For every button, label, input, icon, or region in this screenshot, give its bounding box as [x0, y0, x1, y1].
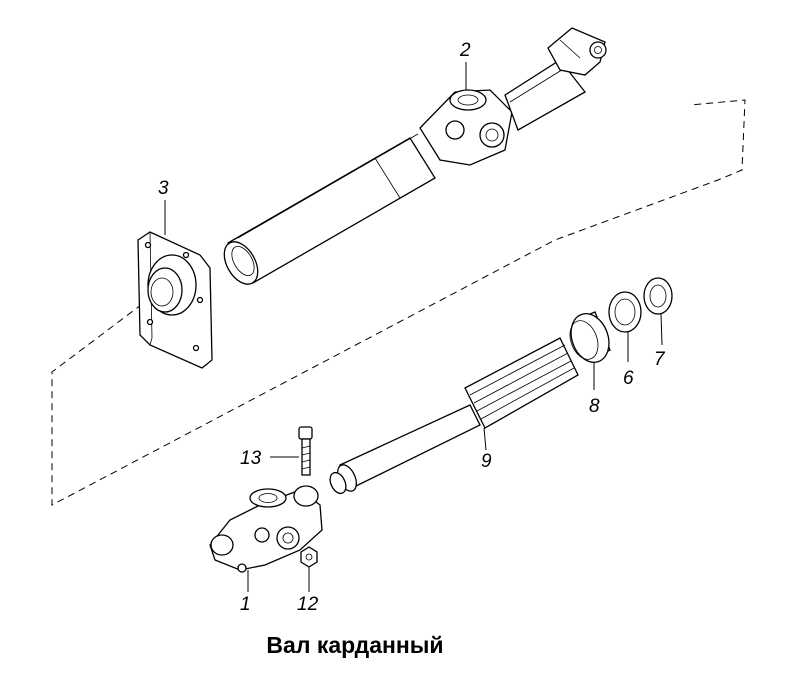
part-label-7: 7	[654, 349, 666, 370]
part-7-lock-washer	[643, 277, 673, 346]
part-label-13: 13	[240, 448, 262, 469]
part-label-9: 9	[481, 451, 492, 472]
part-2-upper-shaft	[223, 27, 607, 285]
part-9-splined-shaft	[329, 337, 579, 495]
part-1-lower-joint	[209, 485, 323, 592]
assembly-dashed-line	[51, 99, 746, 506]
part-8-ring	[569, 311, 611, 390]
part-12-nut	[300, 546, 318, 592]
part-6-seal	[608, 291, 642, 362]
part-label-12: 12	[297, 594, 319, 615]
part-13-bolt	[270, 426, 313, 476]
part-3-flange-plate	[137, 200, 213, 369]
part-label-1: 1	[240, 594, 251, 615]
part-label-2: 2	[459, 40, 471, 61]
part-label-6: 6	[623, 368, 634, 389]
diagram-caption: Вал карданный	[266, 632, 444, 658]
part-label-3: 3	[158, 178, 169, 199]
part-label-8: 8	[589, 396, 600, 417]
